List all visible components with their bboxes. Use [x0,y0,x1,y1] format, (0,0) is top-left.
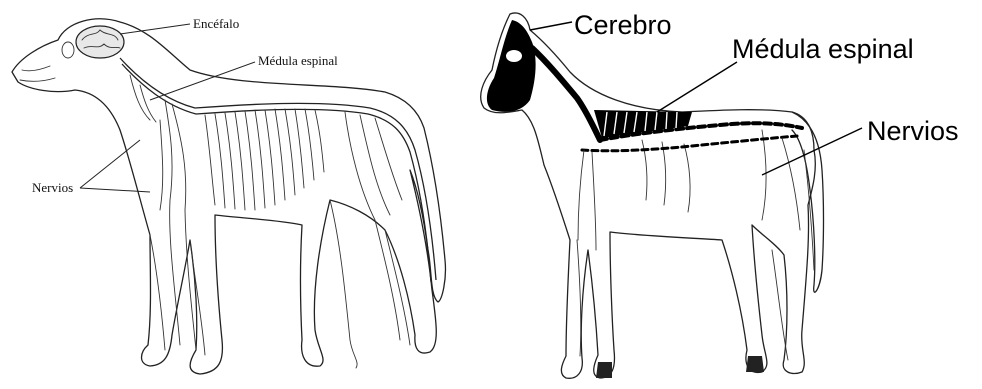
dog-outline [12,19,445,374]
dog-illustration: Encéfalo Médula espinal Nervios [0,0,462,389]
label-medula-espinal-dog: Médula espinal [258,53,338,68]
horse-illustration: Cerebro Médula espinal Nervios [462,0,982,389]
horse-nervous-system-diagram: Cerebro Médula espinal Nervios [462,0,982,389]
horse-brain [487,20,536,112]
horse-nerves [578,110,800,250]
label-encefalo: Encéfalo [193,16,239,31]
label-medula-espinal-horse: Médula espinal [732,34,914,64]
dog-brain [76,26,124,58]
dog-nervous-system-diagram: Encéfalo Médula espinal Nervios [0,0,462,389]
label-nervios-dog: Nervios [32,180,73,195]
label-cerebro: Cerebro [574,10,672,40]
dog-spinal-cord [120,58,436,282]
label-nervios-horse: Nervios [867,116,959,146]
